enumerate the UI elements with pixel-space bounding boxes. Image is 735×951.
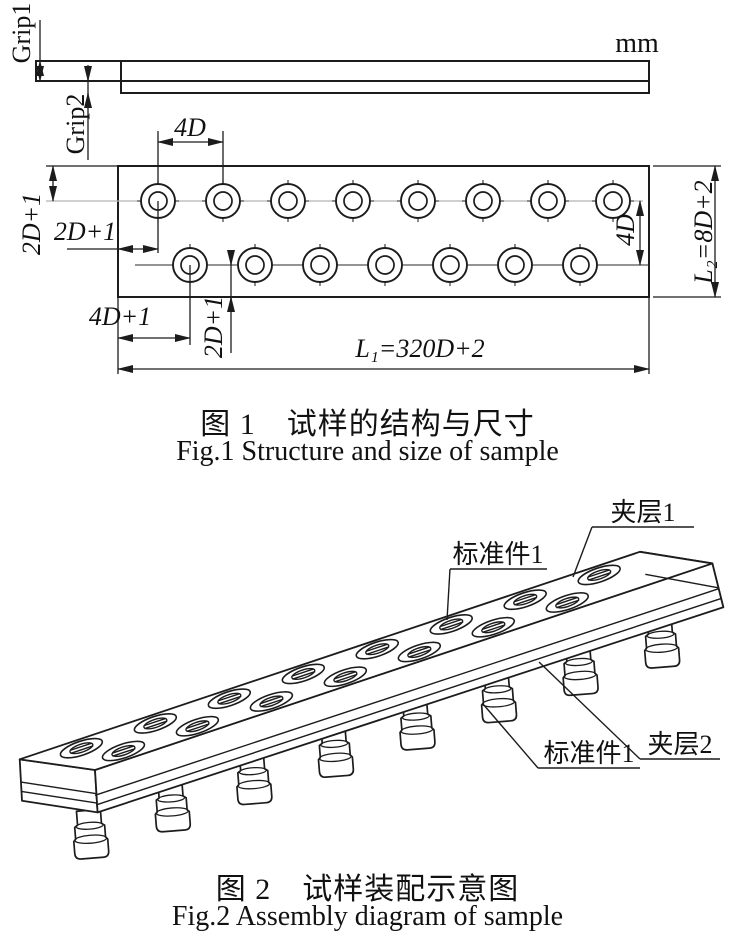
layer-line-2 <box>95 597 722 806</box>
interlayer2-label: 夹层2 <box>647 730 712 759</box>
edge-top-label: 2D+1 <box>17 193 46 255</box>
fastener-head <box>133 713 178 734</box>
bolt <box>154 781 192 833</box>
bolt <box>399 699 436 751</box>
hole <box>267 180 309 222</box>
bolt <box>72 808 110 860</box>
fastener-heads <box>59 564 621 762</box>
fastener-head <box>471 616 516 638</box>
figure1-caption-en: Fig.1 Structure and size of sample <box>176 436 559 467</box>
dim-edge-top: 2D+1 <box>17 165 118 255</box>
end-layer-line-2 <box>21 790 98 804</box>
hole <box>397 180 439 222</box>
fastener-head <box>323 666 368 688</box>
figure1-drawing: Grip1 Grip2 mm 4D <box>7 3 721 374</box>
fastener-head <box>545 592 590 613</box>
hole <box>364 244 406 286</box>
total-length-label: L₁=320D+2 <box>354 334 484 363</box>
bolt <box>236 753 273 806</box>
callout-interlayer1: 夹层1 <box>572 498 694 578</box>
hole <box>527 180 569 222</box>
dim-edge-bottom: 2D+1 <box>199 250 235 358</box>
dim-row-spacing: 4D <box>611 200 644 266</box>
fastener-head <box>355 638 400 660</box>
edge-left-label: 2D+1 <box>54 217 116 246</box>
edge-bottom-label: 2D+1 <box>199 296 228 358</box>
fastener-head <box>101 740 146 762</box>
dim-pitch-top: 4D <box>157 113 224 185</box>
hole <box>462 180 504 222</box>
grip1-label: Grip1 <box>7 3 36 64</box>
fastener-head <box>577 564 621 586</box>
fastener-head <box>397 641 442 663</box>
first-row-offset-label: 4D+1 <box>89 302 151 331</box>
dim-total-length: L₁=320D+2 <box>117 297 650 374</box>
end-layer-line-1 <box>20 781 97 795</box>
row-spacing-label: 4D <box>611 214 640 246</box>
callout-fastener1-bottom: 标准件1 <box>482 703 640 769</box>
hole <box>559 244 601 286</box>
fastener-head <box>249 691 294 712</box>
dim-total-width: L₂=8D+2 <box>653 165 721 298</box>
assembly-bar <box>18 550 725 860</box>
figure2-drawing: 夹层1 标准件1 标准件1 夹层2 <box>18 498 725 860</box>
callout-fastener1-top: 标准件1 <box>446 540 547 621</box>
fastener-head <box>59 737 104 759</box>
fastener-head <box>429 614 474 635</box>
top-view: 4D 2D+1 2D+1 4D+1 <box>17 113 721 374</box>
callout-interlayer2: 夹层2 <box>538 661 720 760</box>
fastener1-bottom-label: 标准件1 <box>543 739 634 768</box>
interlayer1-label: 夹层1 <box>610 498 675 527</box>
fastener1-top-label: 标准件1 <box>452 540 543 569</box>
hole <box>494 244 536 286</box>
bolt <box>480 672 518 724</box>
bolt <box>562 644 599 697</box>
right-end-layer-line <box>645 573 719 589</box>
top-face <box>18 550 714 771</box>
hole <box>332 180 374 222</box>
hole <box>234 244 276 286</box>
fastener-head <box>281 663 326 685</box>
hole <box>299 244 341 286</box>
fastener-head <box>175 715 220 737</box>
dim-edge-left: 2D+1 <box>54 201 159 253</box>
dim-grip1: Grip1 <box>7 3 44 82</box>
hole <box>592 180 634 222</box>
pitch-top-label: 4D <box>174 113 206 142</box>
figure1-caption-zh: 图 1 试样的结构与尺寸 <box>200 408 535 441</box>
hole-pattern <box>137 180 634 286</box>
hole <box>202 180 244 222</box>
side-view: Grip1 Grip2 mm <box>7 3 659 160</box>
dim-grip2: Grip2 <box>61 65 92 160</box>
bolt-row <box>72 617 681 860</box>
hole <box>429 244 471 286</box>
fastener-head <box>503 589 547 611</box>
bolt <box>317 726 355 779</box>
unit-label: mm <box>615 28 659 59</box>
front-face <box>94 562 725 814</box>
figure2-caption-zh: 图 2 试样装配示意图 <box>215 873 520 906</box>
figure2-caption-en: Fig.2 Assembly diagram of sample <box>171 901 564 932</box>
layer-line-1 <box>94 588 719 796</box>
dim-first-row-offset: 4D+1 <box>89 265 191 374</box>
total-width-label: L₂=8D+2 <box>689 180 718 284</box>
fastener-head <box>207 688 252 710</box>
grip2-label: Grip2 <box>61 94 90 155</box>
